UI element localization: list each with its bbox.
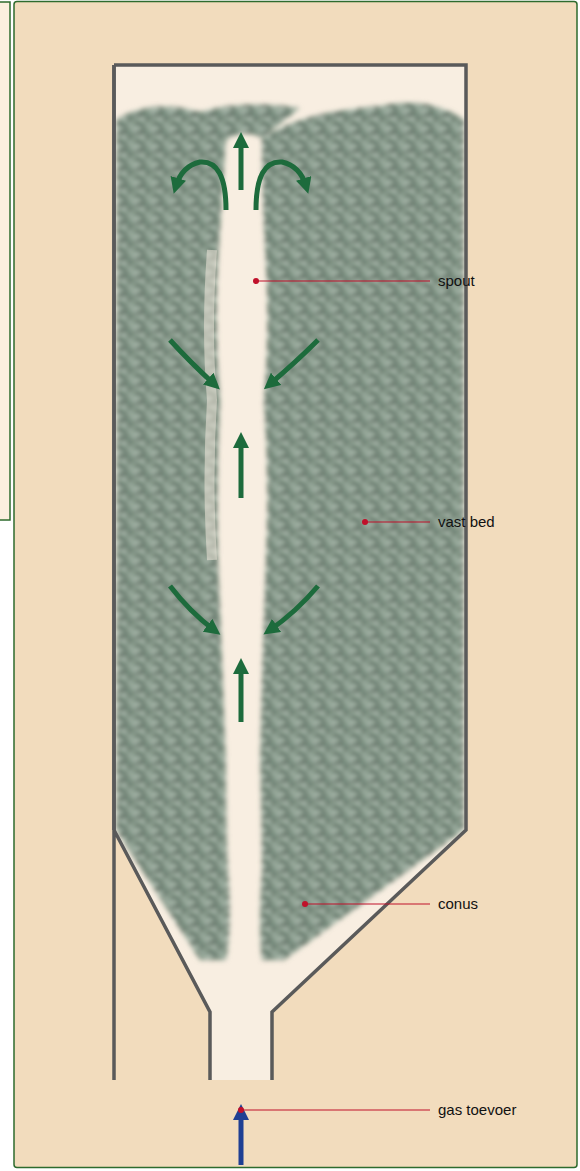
part-label: spout bbox=[436, 272, 477, 290]
part-label-text: spout bbox=[438, 272, 475, 289]
part-label-text: gas toevoer bbox=[438, 1101, 516, 1118]
vessel-wall bbox=[114, 65, 466, 1080]
solid-bed bbox=[116, 103, 464, 960]
part-label-text: conus bbox=[438, 895, 478, 912]
vessel-interior bbox=[114, 65, 466, 1080]
leader-lines bbox=[238, 278, 430, 1113]
side-panel bbox=[0, 2, 10, 520]
part-label: conus bbox=[436, 895, 480, 913]
panel-ground bbox=[14, 2, 577, 1168]
part-label: gas toevoer bbox=[436, 1101, 518, 1119]
part-label-text: vast bed bbox=[438, 513, 495, 530]
flow-arrows bbox=[170, 140, 318, 722]
gas-inlet-arrow bbox=[239, 1112, 244, 1165]
part-label: vast bed bbox=[436, 513, 497, 531]
